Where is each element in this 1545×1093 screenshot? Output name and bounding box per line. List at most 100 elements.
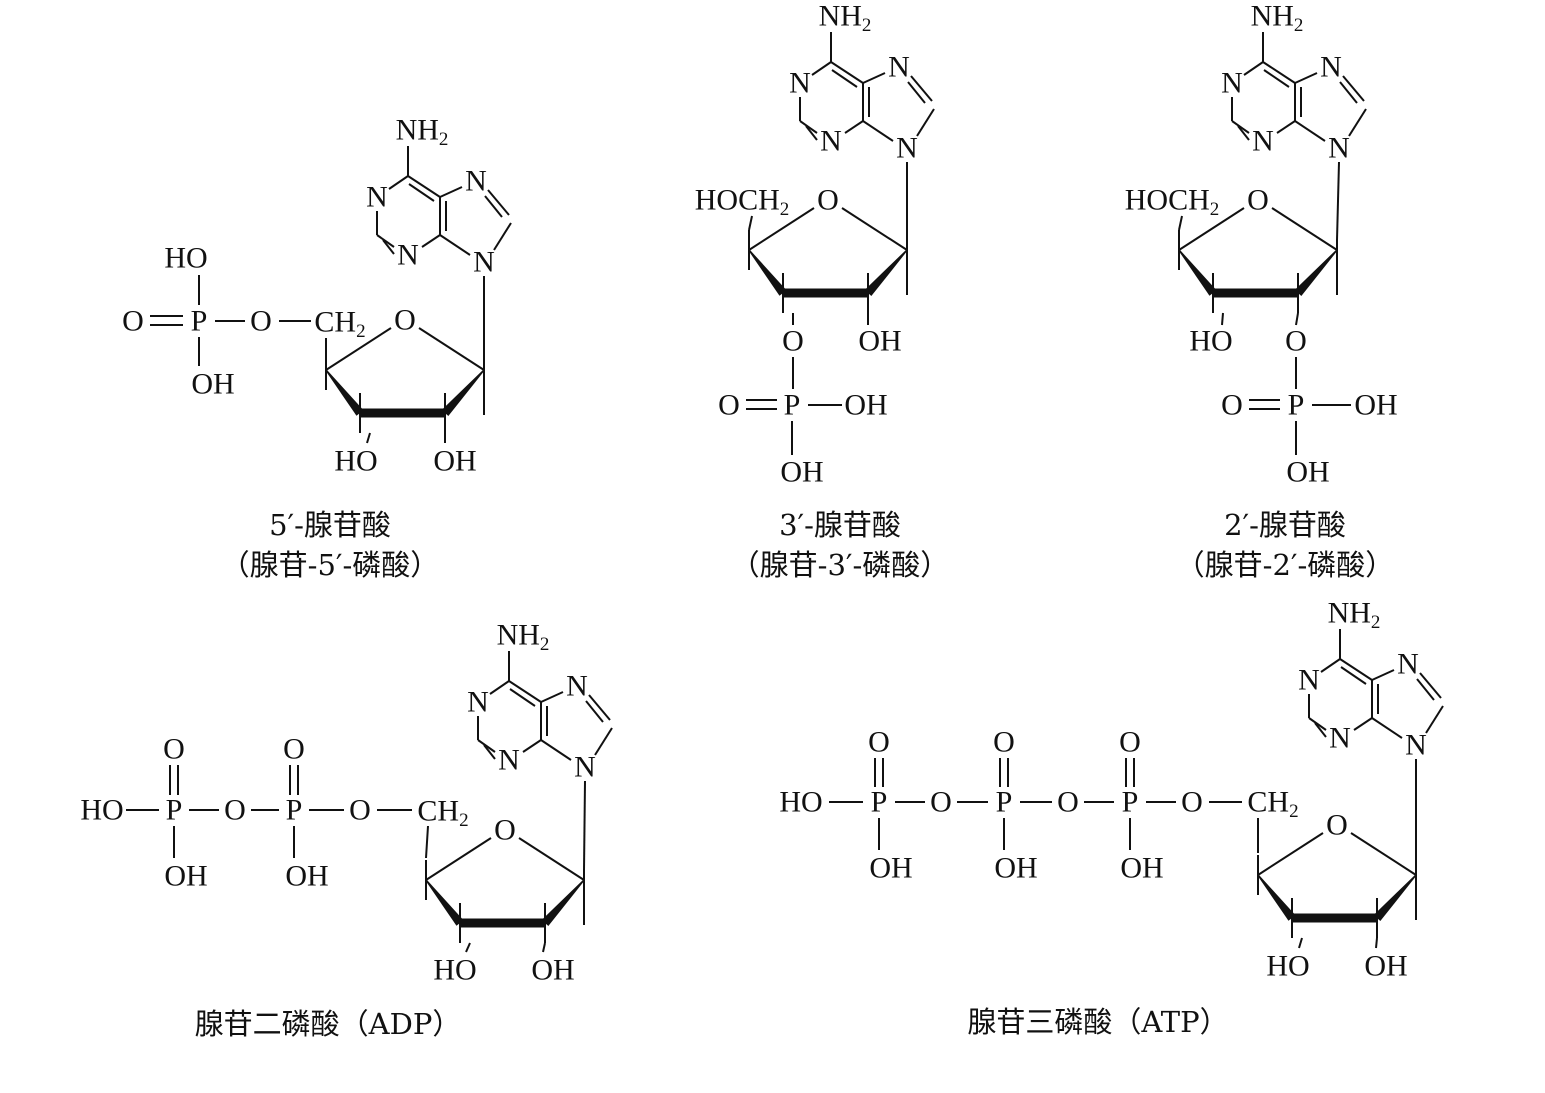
- caption-2-amp-line1: 2′-腺苷酸: [1224, 508, 1346, 542]
- atom-p: P: [191, 305, 208, 338]
- bond-c6-c5-double: [831, 69, 858, 88]
- atom-p3-oxo: O: [1119, 726, 1141, 759]
- atom-n3: N: [397, 239, 419, 272]
- atom-p2-oh: OH: [994, 852, 1037, 885]
- wedge-c1-c2: [541, 879, 585, 927]
- atom-p2-oh: OH: [285, 860, 328, 893]
- atom-nh2: NH2: [1328, 597, 1381, 633]
- bond-n3-c2-double: [483, 744, 496, 760]
- atom-p1-oh: OH: [164, 860, 207, 893]
- bond-c8-n7: [1419, 672, 1442, 699]
- bond-c4-n9: [862, 120, 894, 142]
- bond-c8-n7-double: [907, 81, 926, 104]
- bond-c2-o: [1295, 312, 1299, 326]
- atom-n9: N: [1405, 729, 1427, 762]
- atom-oh-down: OH: [780, 456, 823, 489]
- bond-o4-c1: [1350, 832, 1417, 876]
- atom-oh-right: OH: [1354, 389, 1397, 422]
- bond-o4-c1: [518, 837, 585, 881]
- bond-c6-c5: [508, 680, 542, 703]
- wedge-c1-c2: [864, 249, 908, 297]
- bond-c3-oh: [1298, 937, 1303, 949]
- atom-oh-2: OH: [858, 325, 901, 358]
- atom-p3: P: [1122, 786, 1139, 819]
- bond-n1-c6: [489, 680, 510, 695]
- atom-n7: N: [1320, 51, 1342, 84]
- bond-c3-oh: [366, 432, 371, 444]
- wedge-c3-c2: [783, 288, 868, 298]
- atom-ho-3: HO: [1189, 325, 1232, 358]
- atom-oxo: O: [122, 305, 144, 338]
- bond-c1-n9: [1336, 161, 1340, 241]
- bond-c6-c5: [830, 61, 864, 84]
- bond-c6-c5-double: [1340, 666, 1367, 685]
- atom-ring-o: O: [1326, 809, 1348, 842]
- atom-n3: N: [1329, 722, 1351, 755]
- bond-c4-c5: [1178, 215, 1183, 231]
- bond-n3-c2: [376, 234, 395, 248]
- atom-bridge-o: O: [224, 794, 246, 827]
- caption-5-amp-line1: 5′-腺苷酸: [269, 508, 391, 542]
- bond-n3-c2-double: [805, 125, 818, 141]
- wedge-c4-c3: [425, 879, 464, 926]
- atom-oxo: O: [718, 389, 740, 422]
- wedge-c3-c2: [1292, 913, 1377, 923]
- atom-p2-oxo: O: [283, 733, 305, 766]
- bond-c6-c5: [1339, 658, 1373, 681]
- atom-ester-o: O: [250, 305, 272, 338]
- atom-oh-down: OH: [1286, 456, 1329, 489]
- wedge-c3-c2: [460, 918, 545, 928]
- atom-ch2: CH2: [1247, 786, 1298, 822]
- bond-c4-n9: [1294, 120, 1326, 142]
- bond-n3-c2: [1308, 717, 1327, 731]
- bond-o4-c1: [841, 207, 908, 251]
- bond-n3-c2: [477, 739, 496, 753]
- atom-p1-oxo: O: [163, 733, 185, 766]
- atom-n3: N: [1252, 125, 1274, 158]
- bond-n7-c5: [439, 186, 463, 198]
- atom-nh2: NH2: [497, 619, 550, 655]
- bond-c2-oh: [1375, 937, 1378, 949]
- atom-n3: N: [820, 125, 842, 158]
- atom-ring-o: O: [494, 814, 516, 847]
- bond-c8-n7-double: [585, 700, 604, 723]
- atom-nh2: NH2: [396, 114, 449, 150]
- atom-ring-o: O: [1247, 184, 1269, 217]
- atom-ho: HO: [80, 794, 123, 827]
- bond-n1-c6: [1243, 61, 1264, 76]
- caption-atp: 腺苷三磷酸（ATP）: [967, 1005, 1228, 1039]
- atom-bridge-o2: O: [930, 786, 952, 819]
- bond-c4-o4: [1178, 207, 1245, 251]
- atom-oh-2: OH: [433, 445, 476, 478]
- caption-3-amp-line2: （腺苷-3′-磷酸）: [731, 548, 950, 582]
- atom-ho: HO: [164, 242, 207, 275]
- bond-n9-c8: [1348, 108, 1367, 137]
- bond-c4-n3: [1353, 717, 1373, 731]
- bond-n3-c2-double: [382, 239, 395, 255]
- bond-c8-n7-double: [1339, 81, 1358, 104]
- atom-ester-o: O: [1181, 786, 1203, 819]
- atom-p: P: [784, 389, 801, 422]
- atom-n7: N: [566, 670, 588, 703]
- atom-n9: N: [1328, 132, 1350, 165]
- atom-n1: N: [467, 686, 489, 719]
- wedge-c1-c2: [1294, 249, 1338, 297]
- atom-n1: N: [1298, 664, 1320, 697]
- bond-n3-c2-double: [1314, 722, 1327, 738]
- bond-c4-n3: [844, 120, 864, 134]
- atom-ch2: CH2: [314, 306, 365, 342]
- atom-hoch2: HOCH2: [1125, 184, 1220, 220]
- bond-c4-n3: [1276, 120, 1296, 134]
- atom-ho-3: HO: [1266, 950, 1309, 983]
- atom-p1: P: [871, 786, 888, 819]
- bond-o4-c1: [418, 327, 485, 371]
- wedge-c4-c3: [1257, 874, 1296, 921]
- atom-n9: N: [574, 751, 596, 784]
- atom-oh-2: OH: [1364, 950, 1407, 983]
- caption-5-amp-line2: （腺苷-5′-磷酸）: [221, 548, 440, 582]
